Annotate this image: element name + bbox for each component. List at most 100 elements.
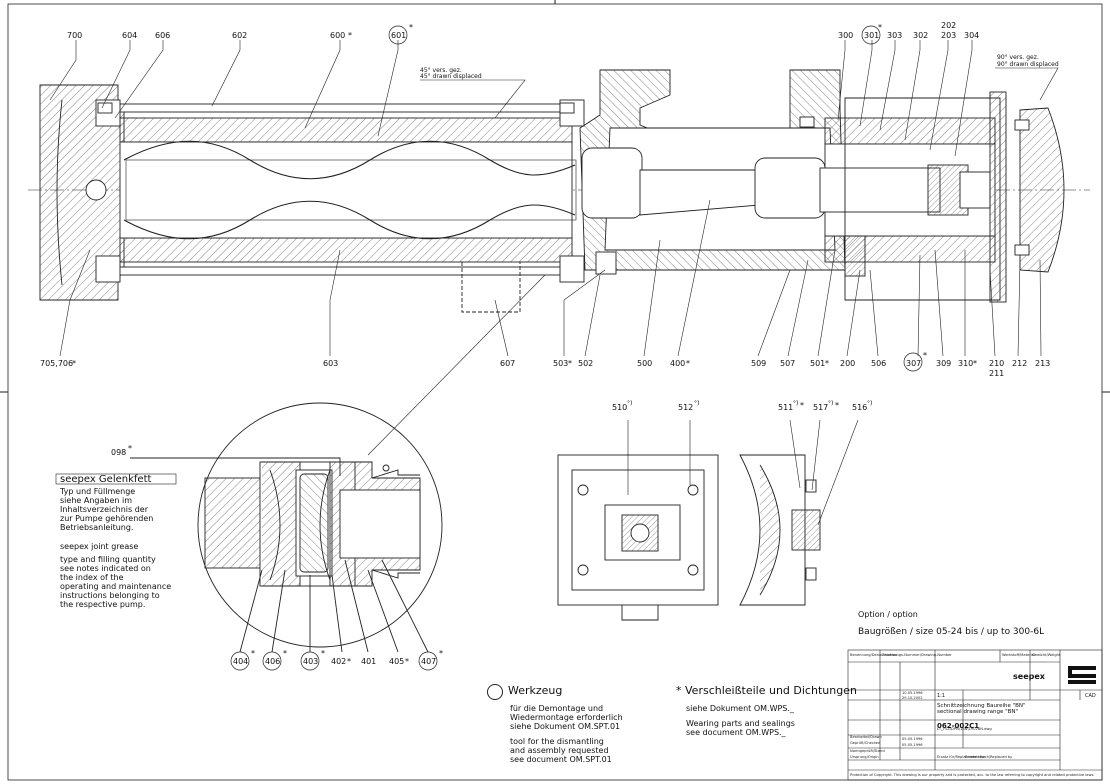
svg-text:*: * [825,359,829,368]
svg-text:*: * [973,359,977,368]
joint-labels: 404 * 406 * 403 * 402 * 401 405 * 407 * … [111,444,443,671]
svg-text:*: * [347,657,351,666]
displaced-45-de: 45° vers. gez. [420,67,462,74]
label-400: 400 [670,359,685,368]
leader-lines-bottom [59,199,1042,357]
svg-text:29.10.2002: 29.10.2002 [902,696,923,700]
label-517: 517 [813,403,828,412]
label-402: 402 [331,657,346,666]
option-labels: 510 °) 512 °) 511 °) * 517 °) * 516 °) [612,400,872,412]
svg-text:°): °) [627,400,632,407]
tool-circle-symbol [487,684,503,700]
label-401: 401 [361,657,376,666]
label-603: 603 [323,359,338,368]
svg-text:*: * [878,23,882,32]
svg-text:Ersatz für/Replacement for: Ersatz für/Replacement for [937,755,986,759]
tool-title: Werkzeug [508,684,563,697]
svg-text:L:\_FSZ\DPN\1BN\1902BN.dwg: L:\_FSZ\DPN\1BN\1902BN.dwg [937,727,992,731]
svg-text:*: * [72,359,76,368]
label-405: 405 [389,657,404,666]
label-700: 700 [67,31,82,40]
label-300: 300 [838,31,853,40]
svg-text:Zeichnungs-Nummer/Drawing-Numb: Zeichnungs-Nummer/Drawing-Number [882,653,952,657]
label-212: 212 [1012,359,1027,368]
svg-text:°): °) [793,400,798,407]
label-502: 502 [578,359,593,368]
option-note: Option / option [858,610,918,619]
label-602: 602 [232,31,247,40]
svg-text:*: * [800,401,804,410]
svg-text:Geprüft/Checked: Geprüft/Checked [850,741,880,745]
grease-note: seepex Gelenkfett Typ und Füllmenge sieh… [60,474,172,610]
label-310: 310 [958,359,973,368]
svg-text:*: * [923,351,927,360]
svg-text:*: * [405,657,409,666]
svg-text:°): °) [828,400,833,407]
label-203: 203 [941,31,956,40]
wear-title: * Verschleißteile und Dichtungen [676,684,857,697]
label-501: 501 [810,359,825,368]
label-507: 507 [780,359,795,368]
label-600: 600 [330,31,345,40]
label-202: 202 [941,21,956,30]
label-604: 604 [122,31,137,40]
svg-text:Bearbeitet/Drawn: Bearbeitet/Drawn [850,735,882,739]
svg-text:10.05.1996: 10.05.1996 [902,691,923,695]
svg-text:*: * [251,649,255,658]
label-303: 303 [887,31,902,40]
svg-text:Ursprung/Origin: Ursprung/Origin [850,755,879,759]
label-510: 510 [612,403,627,412]
label-309: 309 [936,359,951,368]
svg-text:05.05.1996: 05.05.1996 [902,743,923,747]
main-section-view [28,69,1090,313]
svg-text:*: * [321,649,325,658]
option-detail-view [557,419,859,621]
label-210: 210 [989,359,1004,368]
label-705-706: 705,706 [40,359,73,368]
label-406: 406 [265,657,280,666]
svg-text:*: * [283,649,287,658]
label-601: 601 [391,31,406,40]
svg-text:Normgeprüft/Stand: Normgeprüft/Stand [850,749,885,753]
label-512: 512 [678,403,693,412]
leader-lines-top [49,40,1059,157]
svg-text:05.05.1996: 05.05.1996 [902,737,923,741]
title-block [847,649,1103,781]
label-403: 403 [303,657,318,666]
svg-text:°): °) [694,400,699,407]
tool-circle-301 [861,25,881,45]
wear-text: siehe Dokument OM.WPS._ Wearing parts an… [686,704,795,737]
svg-text:Ersetzt durch/Replaced by: Ersetzt durch/Replaced by [965,755,1013,759]
label-211: 211 [989,369,1004,378]
svg-text:Werkstoff/Material: Werkstoff/Material [1002,653,1035,657]
label-200: 200 [840,359,855,368]
label-516: 516 [852,403,867,412]
label-509: 509 [751,359,766,368]
grease-heading: seepex Gelenkfett [60,474,152,485]
svg-text:*: * [128,444,132,453]
part-labels-top: 700 604 606 602 600 * 601 * 300 301 * 30… [67,21,1059,80]
svg-text:*: * [439,649,443,658]
tool-text: für die Demontage und Wiedermontage erfo… [510,704,623,764]
label-098: 098 [111,448,126,457]
svg-text:*: * [348,31,352,40]
label-307: 307 [906,359,921,368]
svg-text:*: * [686,359,690,368]
label-301: 301 [864,31,879,40]
brand-name: seepex [1013,672,1045,681]
displaced-45-en: 45° drawn displaced [420,73,482,80]
svg-text:°): °) [867,400,872,407]
label-213: 213 [1035,359,1050,368]
drawing-number: 062-002C1 [937,722,980,730]
svg-text:Gewicht/Weight: Gewicht/Weight [1032,653,1061,657]
scale: 1:1 [937,693,946,699]
label-503: 503 [553,359,568,368]
svg-text:Benennung/Denomination: Benennung/Denomination [850,653,897,657]
displaced-90-en: 90° drawn displaced [997,61,1059,68]
label-506: 506 [871,359,886,368]
label-304: 304 [964,31,979,40]
svg-text:*: * [568,359,572,368]
svg-text:*: * [409,23,413,32]
tool-circle-307 [903,352,923,372]
